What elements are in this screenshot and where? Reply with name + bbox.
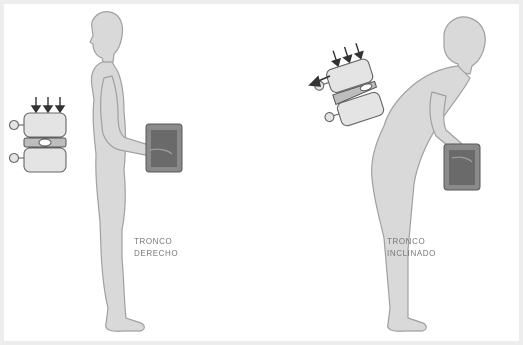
caption-bent-line-1: TRONCO	[387, 236, 436, 248]
weight-box-bent	[444, 144, 480, 190]
weight-box-upright	[146, 124, 182, 172]
caption-upright-line-1: TRONCO	[134, 236, 178, 248]
caption-bent-line-2: INCLINADO	[387, 248, 436, 260]
caption-upright-trunk: TRONCO DERECHO	[134, 236, 178, 260]
caption-bent-trunk: TRONCO INCLINADO	[387, 236, 436, 260]
caption-upright-line-2: DERECHO	[134, 248, 178, 260]
